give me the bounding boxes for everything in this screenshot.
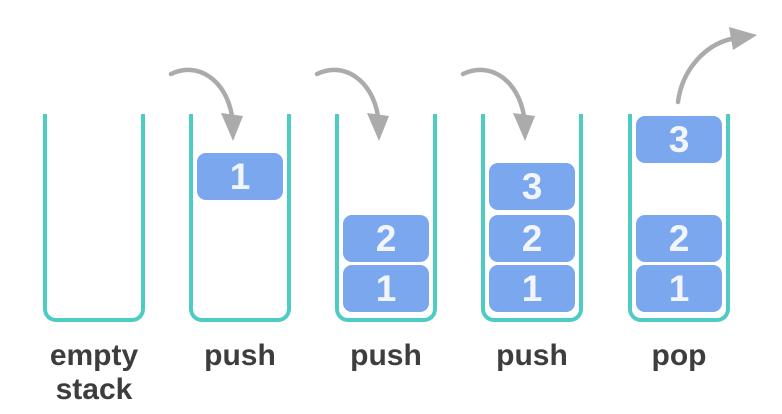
push-arrow-icon <box>460 67 535 141</box>
stage-label-empty-stack: empty stack <box>49 339 139 406</box>
stage-label-pop: pop <box>651 339 707 372</box>
stage-label-push: push <box>350 339 422 372</box>
stack-block-2: 2 <box>343 215 429 262</box>
stack-block-1: 1 <box>197 153 283 200</box>
stack-block-2: 2 <box>489 215 575 262</box>
stage-label-push: push <box>496 339 568 372</box>
stack-block-3: 3 <box>636 116 722 163</box>
stage-label-push: push <box>204 339 276 372</box>
stack-block-3: 3 <box>489 163 575 210</box>
push-arrow-icon <box>314 67 389 141</box>
stack-block-2: 2 <box>636 215 722 262</box>
stack-block-1: 1 <box>636 265 722 312</box>
push-arrow-icon <box>168 67 243 141</box>
stack-container-1 <box>43 114 145 322</box>
stack-container-4 <box>481 114 583 322</box>
stack-container-2 <box>189 114 291 322</box>
stack-block-1: 1 <box>343 265 429 312</box>
stack-container-3 <box>335 114 437 322</box>
stack-container-5 <box>628 114 730 322</box>
stack-block-1: 1 <box>489 265 575 312</box>
pop-arrow-icon <box>675 27 757 105</box>
